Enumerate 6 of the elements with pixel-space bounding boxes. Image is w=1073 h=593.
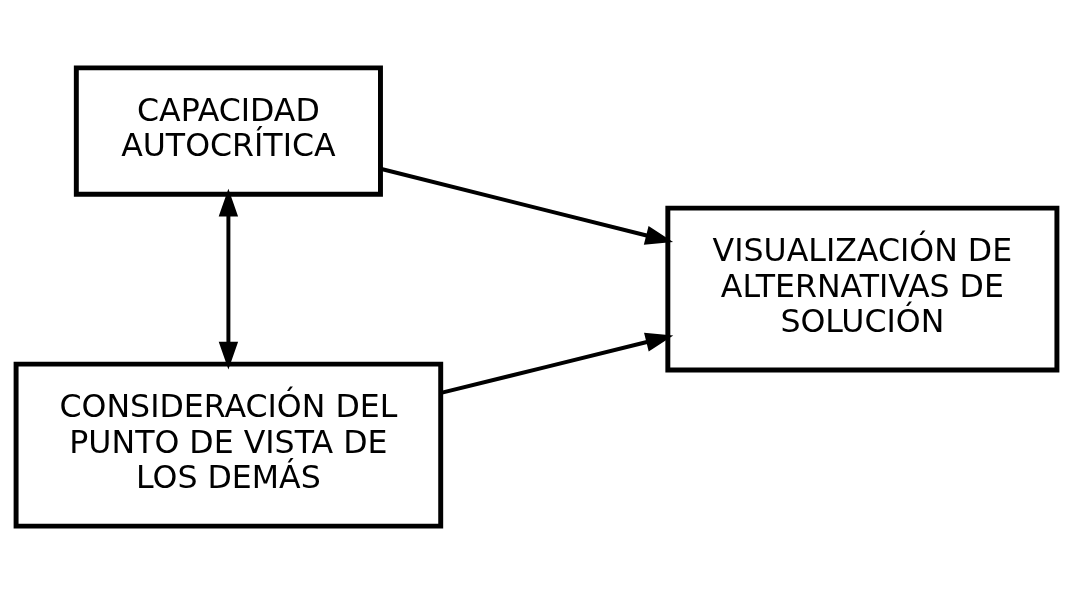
arrow — [380, 166, 674, 245]
node-box: CAPACIDAD AUTOCRÍTICA — [73, 64, 383, 197]
arrow — [440, 332, 674, 395]
node-box: CONSIDERACIÓN DEL PUNTO DE VISTA DE LOS DEMÁS — [13, 361, 444, 529]
arrow — [218, 188, 239, 370]
node-box: VISUALIZACIÓN DE ALTERNATIVAS DE SOLUCIÓN — [665, 205, 1060, 373]
